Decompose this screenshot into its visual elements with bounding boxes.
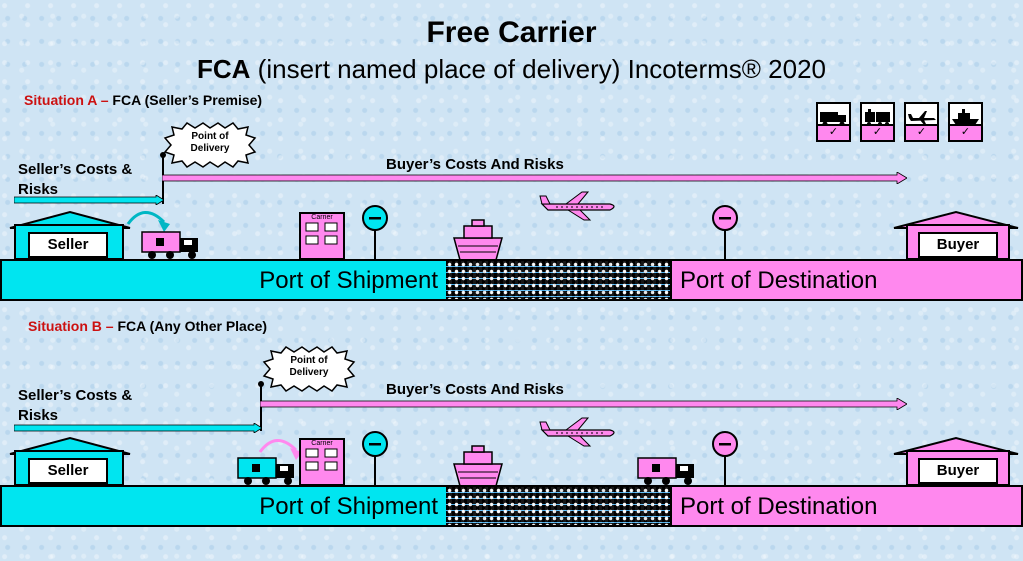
situation-b-heading: Situation B – FCA (Any Other Place) [28, 318, 267, 334]
sea [446, 259, 672, 301]
sea [446, 485, 672, 527]
mode-sea: ✓ [948, 102, 983, 142]
ship [453, 445, 503, 487]
airplane [539, 191, 615, 221]
port-of-shipment-label: Port of Shipment [259, 267, 438, 294]
carrier-building: Carrier [299, 212, 345, 260]
situation-b-text: FCA (Any Other Place) [117, 318, 268, 334]
customs-sign-icon [712, 431, 738, 488]
subtitle-description: (insert named place of delivery) Incoter… [250, 54, 826, 84]
buyers-costs-arrow [162, 172, 907, 184]
customs-sign-icon [362, 205, 388, 262]
sellers-costs-arrow [14, 423, 262, 433]
customs-sign-icon [362, 431, 388, 488]
situation-b-label: Situation B – [28, 318, 114, 334]
transport-modes: ✓ ✓ ✓ ✓ [816, 102, 984, 146]
carrier-label: Carrier [311, 214, 333, 221]
port-of-shipment-label: Port of Shipment [259, 493, 438, 520]
mode-truck: ✓ [816, 102, 851, 142]
check-icon: ✓ [950, 124, 981, 140]
delivery-point-marker [258, 381, 264, 387]
sellers-costs-arrow [14, 195, 164, 205]
handover-arrow [126, 211, 170, 232]
port-of-destination-label: Port of Destination [680, 493, 878, 520]
page-subtitle: FCA (insert named place of delivery) Inc… [0, 54, 1023, 85]
delivery-point-marker [160, 152, 166, 158]
mode-air: ✓ [904, 102, 939, 142]
subtitle-term: FCA [197, 54, 251, 84]
point-of-delivery-label: Point of Delivery [289, 355, 329, 378]
port-of-destination-dock: Port of Destination [670, 485, 1023, 527]
situation-a-heading: Situation A – FCA (Seller’s Premise) [24, 92, 262, 108]
carrier-building: Carrier [299, 438, 345, 486]
seller-sign: Seller [28, 232, 108, 258]
situation-a-label: Situation A – [24, 92, 109, 108]
mode-rail: ✓ [860, 102, 895, 142]
truck [141, 231, 198, 259]
sellers-costs-label: Seller’s Costs & Risks [18, 387, 133, 424]
check-icon: ✓ [818, 124, 849, 140]
seller-sign: Seller [28, 458, 108, 484]
port-of-shipment-dock: Port of Shipment [0, 485, 448, 527]
check-icon: ✓ [906, 124, 937, 140]
point-of-delivery-burst [262, 346, 356, 392]
port-of-destination-dock: Port of Destination [670, 259, 1023, 301]
ship-icon [952, 109, 979, 125]
ship [453, 219, 503, 261]
port-of-shipment-dock: Port of Shipment [0, 259, 448, 301]
customs-sign-icon [712, 205, 738, 262]
buyers-costs-label: Buyer’s Costs And Risks [386, 156, 564, 173]
situation-a-text: FCA (Seller’s Premise) [112, 92, 263, 108]
truck [637, 457, 694, 485]
port-of-destination-label: Port of Destination [680, 267, 878, 294]
buyers-costs-arrow [260, 398, 907, 410]
point-of-delivery-label: Point of Delivery [190, 131, 230, 154]
buyers-costs-label: Buyer’s Costs And Risks [386, 381, 564, 398]
airplane [539, 417, 615, 447]
truck [237, 457, 294, 485]
sellers-costs-label: Seller’s Costs & Risks [18, 161, 133, 198]
carrier-label: Carrier [311, 440, 333, 447]
page-title: Free Carrier [426, 16, 597, 49]
point-of-delivery-burst [163, 122, 257, 168]
delivery-line [260, 385, 262, 431]
window-icon [305, 222, 338, 245]
window-icon [305, 448, 338, 471]
buyer-sign: Buyer [918, 232, 998, 258]
buyer-sign: Buyer [918, 458, 998, 484]
check-icon: ✓ [862, 124, 893, 140]
